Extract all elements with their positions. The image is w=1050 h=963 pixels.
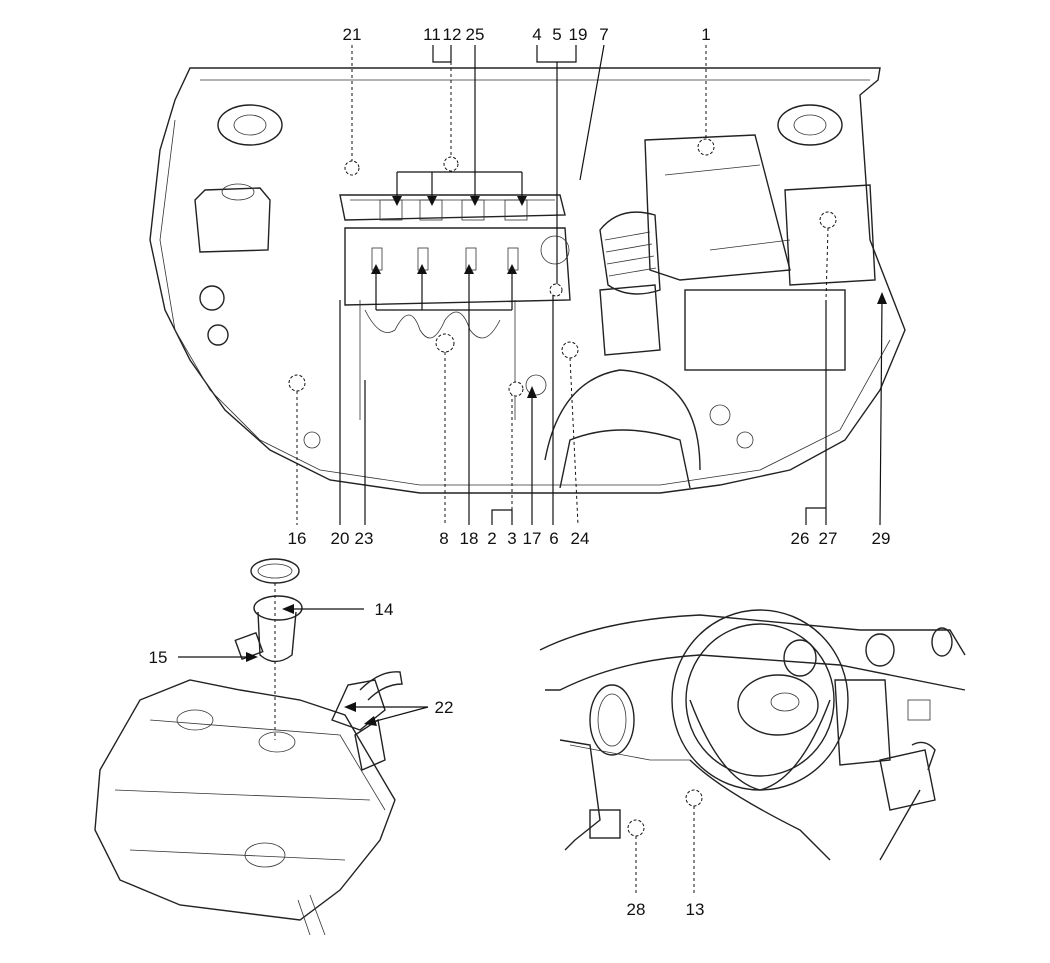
label-23: 23 — [355, 529, 374, 548]
label-26: 26 — [791, 529, 810, 548]
label-21: 21 — [343, 25, 362, 44]
label-5: 5 — [552, 25, 561, 44]
label-28: 28 — [627, 900, 646, 919]
label-20: 20 — [331, 529, 350, 548]
label-6: 6 — [549, 529, 558, 548]
label-22: 22 — [435, 698, 454, 717]
label-13: 13 — [686, 900, 705, 919]
label-29: 29 — [872, 529, 891, 548]
label-14: 14 — [375, 600, 394, 619]
dashboard-labels: 28 13 — [627, 900, 705, 919]
fuel-tank-drawing — [94, 558, 403, 936]
label-8: 8 — [439, 529, 448, 548]
label-25: 25 — [466, 25, 485, 44]
label-18: 18 — [460, 529, 479, 548]
engine-bay-drawing — [149, 67, 906, 494]
label-4: 4 — [532, 25, 541, 44]
fuel-tank-labels: 14 15 22 — [149, 600, 454, 717]
label-1: 1 — [701, 25, 710, 44]
engine-bay-leaders — [288, 44, 887, 526]
label-15: 15 — [149, 648, 168, 667]
label-3: 3 — [507, 529, 516, 548]
dashboard-drawing — [539, 609, 966, 861]
label-19: 19 — [569, 25, 588, 44]
label-11: 11 — [423, 25, 441, 44]
label-17: 17 — [523, 529, 542, 548]
dashboard-leaders — [627, 789, 703, 893]
fuel-tank-leaders — [178, 604, 429, 726]
engine-bay-labels: 21 11 12 25 4 5 19 7 1 16 20 23 8 18 2 3… — [288, 25, 891, 548]
label-12: 12 — [443, 25, 462, 44]
label-24: 24 — [571, 529, 590, 548]
label-7: 7 — [599, 25, 608, 44]
label-16: 16 — [288, 529, 307, 548]
label-27: 27 — [819, 529, 838, 548]
label-2: 2 — [487, 529, 496, 548]
